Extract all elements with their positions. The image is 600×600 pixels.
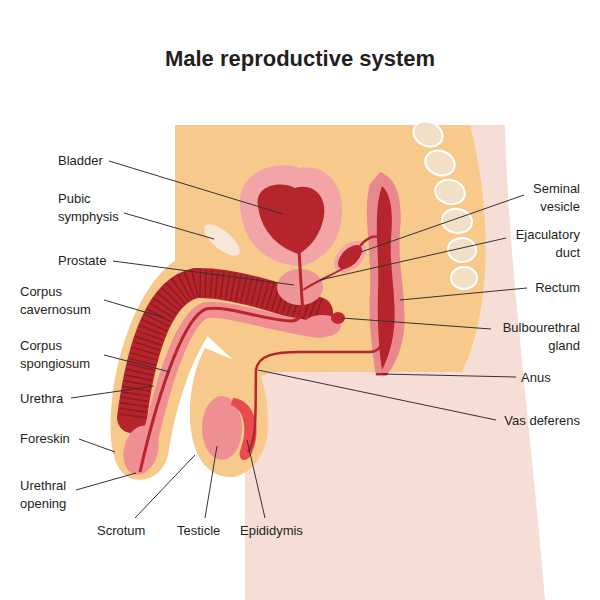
part-label: Corpus cavernosum: [20, 283, 102, 318]
vertebra: [409, 117, 446, 151]
leader-line: [361, 195, 524, 252]
leader-line: [382, 374, 516, 377]
leader-line: [258, 370, 496, 420]
leader-line: [205, 446, 217, 518]
body-region: [175, 125, 486, 380]
leader-line: [76, 473, 136, 490]
part-label: Pubic symphysis: [58, 190, 130, 225]
vertebra: [440, 207, 474, 236]
pubic-bone: [199, 219, 244, 261]
part-label: Rectum: [535, 279, 580, 297]
part-label: Urethral opening: [20, 477, 82, 512]
part-label: Bulbourethral gland: [490, 319, 580, 354]
leader-line: [104, 300, 165, 318]
part-label: Ejaculatory duct: [504, 226, 580, 261]
diagram-title: Male reproductive system: [0, 46, 600, 72]
epididymis-shape: [231, 398, 257, 460]
part-label: Testicle: [177, 522, 220, 540]
part-label: Vas deferens: [504, 412, 580, 430]
leader-line: [71, 386, 154, 398]
vertebra: [451, 267, 477, 289]
leader-line: [104, 355, 170, 372]
part-label: Urethra: [20, 390, 63, 408]
part-label: Foreskin: [20, 430, 70, 448]
leader-line: [320, 238, 506, 280]
part-label: Epididymis: [240, 522, 303, 540]
leader-line: [400, 288, 527, 300]
part-label: Prostate: [58, 252, 106, 270]
vertebra: [432, 177, 467, 208]
part-label: Corpus spongiosum: [20, 337, 102, 372]
bladder-lumen: [258, 185, 325, 254]
part-label: Bladder: [58, 152, 103, 170]
part-label: Seminal vesicle: [520, 180, 580, 215]
vas-deferens-tube: [248, 237, 386, 452]
part-label: Anus: [521, 369, 551, 387]
leader-lines: [71, 161, 527, 518]
spine: [409, 117, 477, 289]
leader-line: [135, 455, 195, 518]
leader-line: [109, 161, 283, 214]
leader-line: [79, 439, 115, 452]
leader-line: [124, 213, 214, 239]
leader-line: [247, 440, 265, 518]
bladder-wall: [240, 165, 342, 266]
leader-line: [342, 318, 491, 329]
vertebra: [422, 147, 458, 180]
leader-line: [113, 261, 294, 285]
part-label: Scrotum: [97, 522, 145, 540]
